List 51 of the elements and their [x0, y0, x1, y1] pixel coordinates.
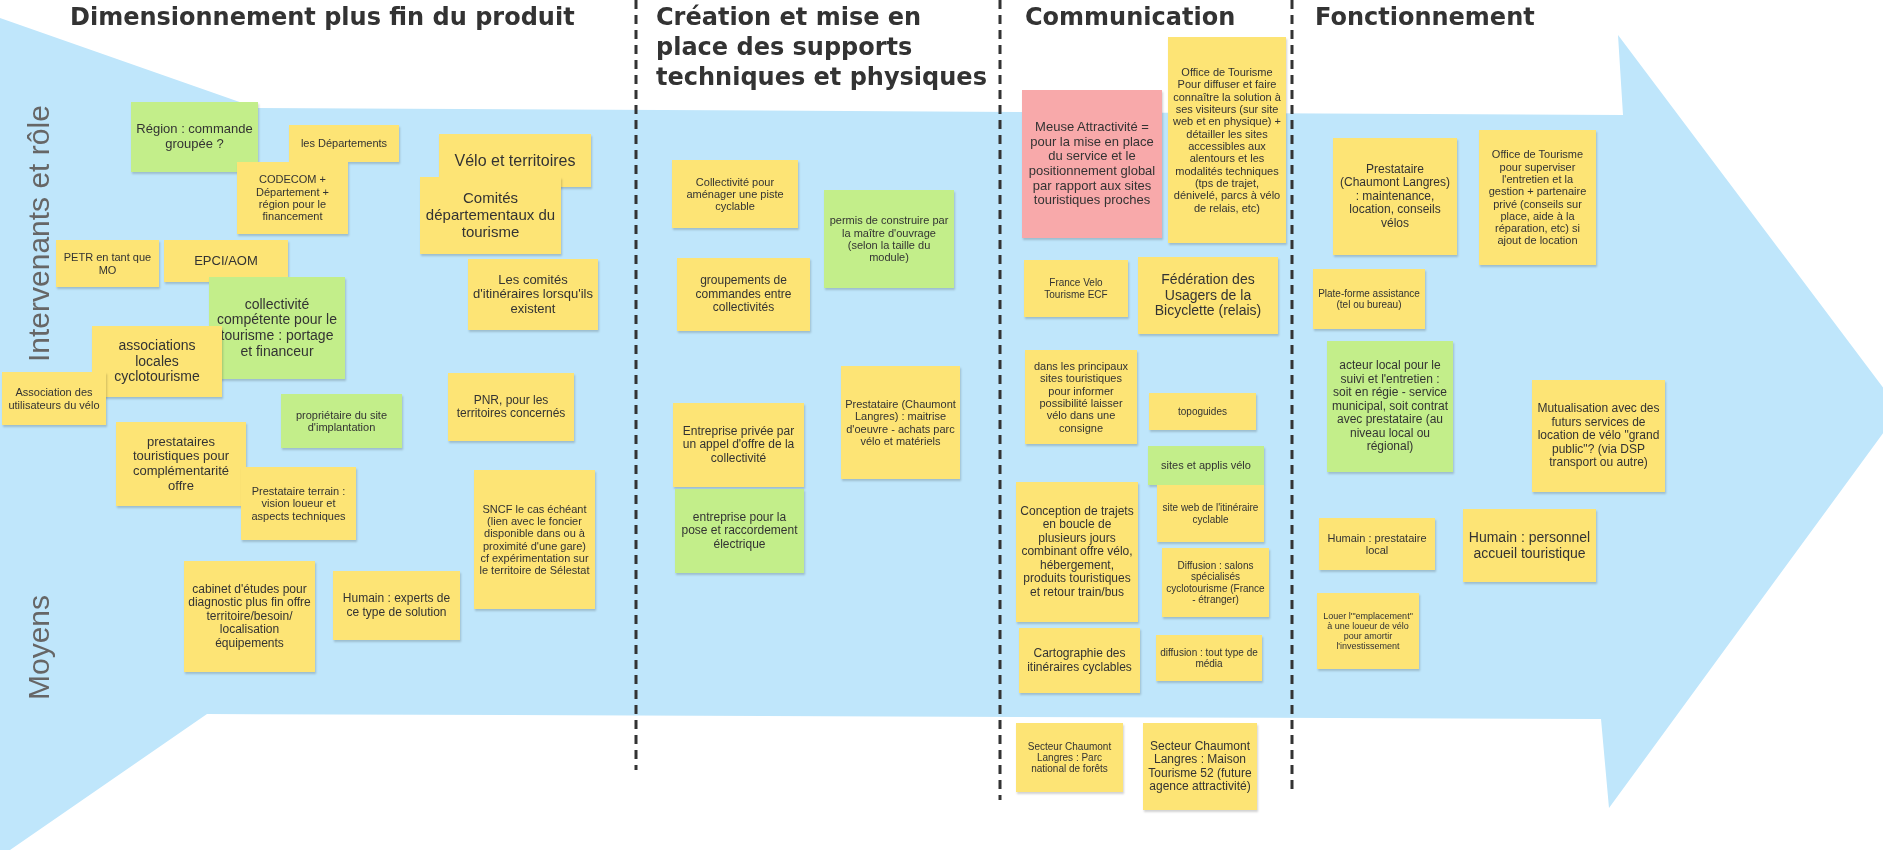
sticky-note: topoguides	[1149, 393, 1256, 430]
sticky-note: associations locales cyclotourisme	[92, 326, 222, 397]
sticky-note: Humain : personnel accueil touristique	[1463, 509, 1596, 582]
sticky-note: Prestataire (Chaumont Langres) : maintenance, location, conseils vélos	[1333, 138, 1457, 255]
column-heading: Fonctionnement	[1315, 2, 1536, 32]
sticky-note: PETR en tant que MO	[56, 240, 159, 287]
sticky-note: Entreprise privée par un appel d'offre de la collectivité	[673, 403, 804, 487]
sticky-note: France Velo Tourisme ECF	[1024, 260, 1128, 317]
sticky-note: Les comités d'itinéraires lorsqu'ils existent	[468, 259, 598, 330]
sticky-note: Collectivité pour aménager une piste cyclable	[672, 160, 798, 228]
sticky-note: dans les principaux sites touristiques pour informer possibilité laisser vélo dans une consigne	[1025, 350, 1137, 444]
sticky-note: EPCI/AOM	[164, 240, 288, 282]
column-heading: Communication	[1025, 2, 1237, 32]
column-heading: Dimensionnement plus fin du produit	[70, 2, 576, 32]
sticky-note: sites et applis vélo	[1148, 446, 1264, 485]
sticky-note: entreprise pour la pose et raccordement électrique	[675, 489, 804, 573]
sticky-note: Cartographie des itinéraires cyclables	[1019, 628, 1140, 693]
sticky-note: collectivité compétente pour le tourisme : portage et financeur	[209, 277, 345, 379]
sticky-note: Office de Tourisme Pour diffuser et faire connaître la solution à ses visiteurs (sur site web et en physique) + détailler les sites accessibles aux alentours et les modalités techniques (tps de trajet, dénivelé, parcs à vélo de relais, etc)	[1168, 37, 1286, 243]
sticky-note: groupements de commandes entre collectivités	[677, 258, 810, 331]
sticky-note: permis de construire par la maître d'ouvrage (selon la taille du module)	[824, 190, 954, 288]
sticky-note: Plate-forme assistance (tel ou bureau)	[1313, 269, 1425, 329]
sticky-note: cabinet d'études pour diagnostic plus fin offre territoire/besoin/ localisation équipements	[184, 561, 315, 672]
sticky-note: Humain : prestataire local	[1319, 518, 1435, 570]
sticky-note: prestataires touristiques pour complémentarité offre	[116, 422, 246, 506]
row-label: Intervenants et rôle	[22, 105, 56, 362]
sticky-note: les Départements	[289, 125, 399, 162]
sticky-note: Louer l'"emplacement" à une loueur de vélo pour amortir l'investissement	[1317, 593, 1419, 669]
sticky-note: Région : commande groupée ?	[131, 102, 258, 172]
sticky-note: Mutualisation avec des futurs services de location de vélo "grand public"? (via DSP transport ou autre)	[1532, 380, 1665, 492]
sticky-note: Secteur Chaumont Langres : Parc national de forêts	[1016, 723, 1123, 792]
sticky-note: Association des utilisateurs du vélo	[2, 372, 106, 425]
sticky-note: Diffusion : salons spécialisés cyclotourisme (France - étranger)	[1162, 548, 1269, 617]
sticky-note: Secteur Chaumont Langres : Maison Tourisme 52 (future agence attractivité)	[1143, 723, 1257, 810]
sticky-note: CODECOM + Département + région pour le financement	[237, 162, 348, 234]
sticky-note: site web de l'itinéraire cyclable	[1157, 485, 1264, 542]
sticky-note: Comités départementaux du tourisme	[420, 177, 561, 254]
sticky-note: PNR, pour les territoires concernés	[448, 373, 574, 441]
sticky-note: Meuse Attractivité = pour la mise en place du service et le positionnement global par rapport aux sites touristiques proches	[1022, 90, 1162, 238]
row-label: Moyens	[22, 594, 56, 700]
sticky-note: SNCF le cas échéant (lien avec le foncier disponible dans ou à proximité d'une gare) cf expérimentation sur le territoire de Sélestat	[474, 470, 595, 609]
sticky-note: diffusion : tout type de média	[1156, 635, 1262, 681]
sticky-note: acteur local pour le suivi et l'entretien : soit en régie - service municipal, soit contrat avec prestataire (au niveau local ou régional)	[1327, 341, 1453, 472]
sticky-note: Prestataire terrain : vision loueur et aspects techniques	[241, 467, 356, 540]
column-heading: Création et mise en place des supports techniques et physiques	[656, 2, 988, 92]
sticky-note: Office de Tourisme pour superviser l'entretien et la gestion + partenaire privé (conseils sur place, aide à la réparation, etc) si ajout de location	[1479, 130, 1596, 265]
sticky-note: Conception de trajets en boucle de plusieurs jours combinant offre vélo, hébergement, produits touristiques et retour train/bus	[1016, 482, 1138, 622]
sticky-note: propriétaire du site d'implantation	[281, 394, 402, 448]
sticky-note: Prestataire (Chaumont Langres) : maitrise d'oeuvre - achats parc vélo et matériels	[841, 366, 960, 479]
sticky-note: Fédération des Usagers de la Bicyclette (relais)	[1138, 257, 1278, 334]
sticky-note: Humain : experts de ce type de solution	[333, 571, 460, 640]
